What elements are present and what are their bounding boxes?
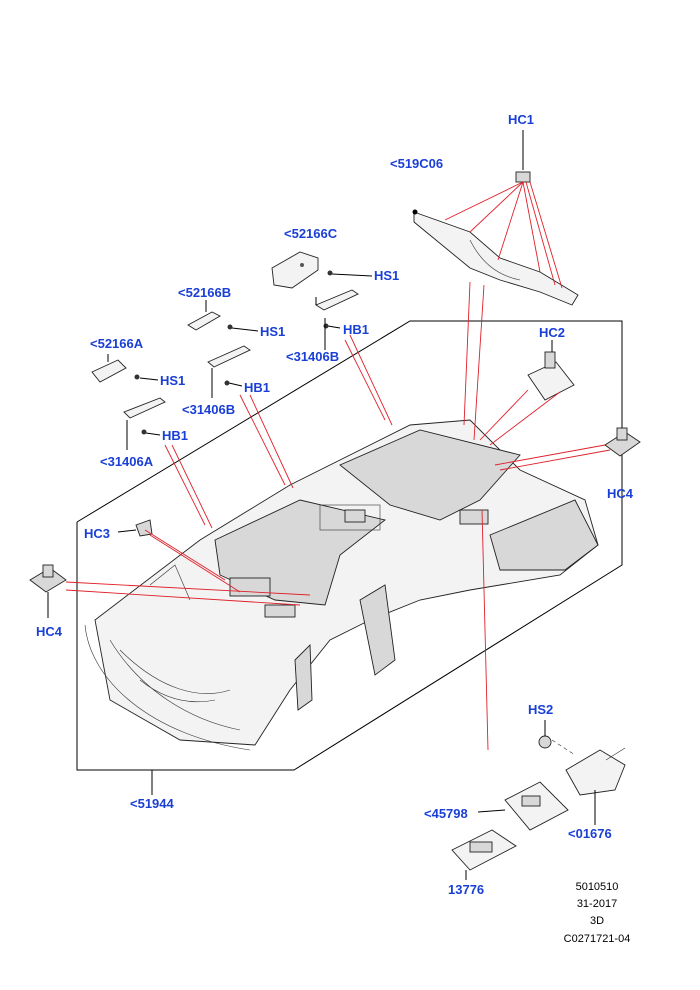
label-31406b-mid: <31406B bbox=[182, 402, 235, 417]
label-31406b-right: <31406B bbox=[286, 349, 339, 364]
label-45798: <45798 bbox=[424, 806, 468, 821]
screw-hs2 bbox=[538, 720, 576, 756]
label-52166a: <52166A bbox=[90, 336, 144, 351]
label-31406a: <31406A bbox=[100, 454, 154, 469]
lamp-13776 bbox=[451, 829, 517, 880]
label-hc2: HC2 bbox=[539, 325, 565, 340]
handle-31406b-right bbox=[315, 289, 359, 350]
label-52166b: <52166B bbox=[178, 285, 231, 300]
label-hc3: HC3 bbox=[84, 526, 110, 541]
bracket-01676 bbox=[565, 747, 626, 825]
assembly-frame bbox=[76, 320, 623, 771]
bracket-52166a bbox=[91, 354, 159, 383]
top-rail-part bbox=[412, 209, 579, 306]
frame-45798 bbox=[477, 781, 569, 831]
bracket-52166c bbox=[271, 251, 373, 289]
label-hs2: HS2 bbox=[528, 702, 553, 717]
headliner-panel bbox=[84, 419, 599, 751]
hc1-clip bbox=[515, 130, 531, 183]
hc4-left-clip bbox=[29, 564, 67, 618]
leader-lines bbox=[65, 181, 611, 751]
ref-view: 3D bbox=[590, 915, 604, 927]
handle-31406a bbox=[123, 397, 166, 450]
label-hb1-right: HB1 bbox=[343, 322, 369, 337]
label-13776: 13776 bbox=[448, 882, 484, 897]
ref-code: 5010510 bbox=[576, 881, 619, 893]
label-hs1-mid: HS1 bbox=[260, 324, 285, 339]
hc3-clip bbox=[117, 519, 153, 537]
label-hb1-mid: HB1 bbox=[244, 380, 270, 395]
ref-date: 31-2017 bbox=[577, 898, 617, 910]
hc4-right-clip bbox=[604, 427, 641, 480]
label-hc1: HC1 bbox=[508, 112, 534, 127]
ref-drawing-number: C0271721-04 bbox=[564, 933, 631, 945]
hc2-clip bbox=[527, 340, 575, 401]
label-hc4-left: HC4 bbox=[36, 624, 63, 639]
label-519c06: <519C06 bbox=[390, 156, 443, 171]
label-hs1-left: HS1 bbox=[160, 373, 185, 388]
bracket-52166b bbox=[187, 300, 259, 332]
label-52166c: <52166C bbox=[284, 226, 338, 241]
label-hc4-right: HC4 bbox=[607, 486, 634, 501]
label-hb1-left: HB1 bbox=[162, 428, 188, 443]
handle-31406b-mid bbox=[207, 345, 251, 398]
label-51944: <51944 bbox=[130, 796, 175, 811]
label-01676: <01676 bbox=[568, 826, 612, 841]
label-hs1-top: HS1 bbox=[374, 268, 399, 283]
